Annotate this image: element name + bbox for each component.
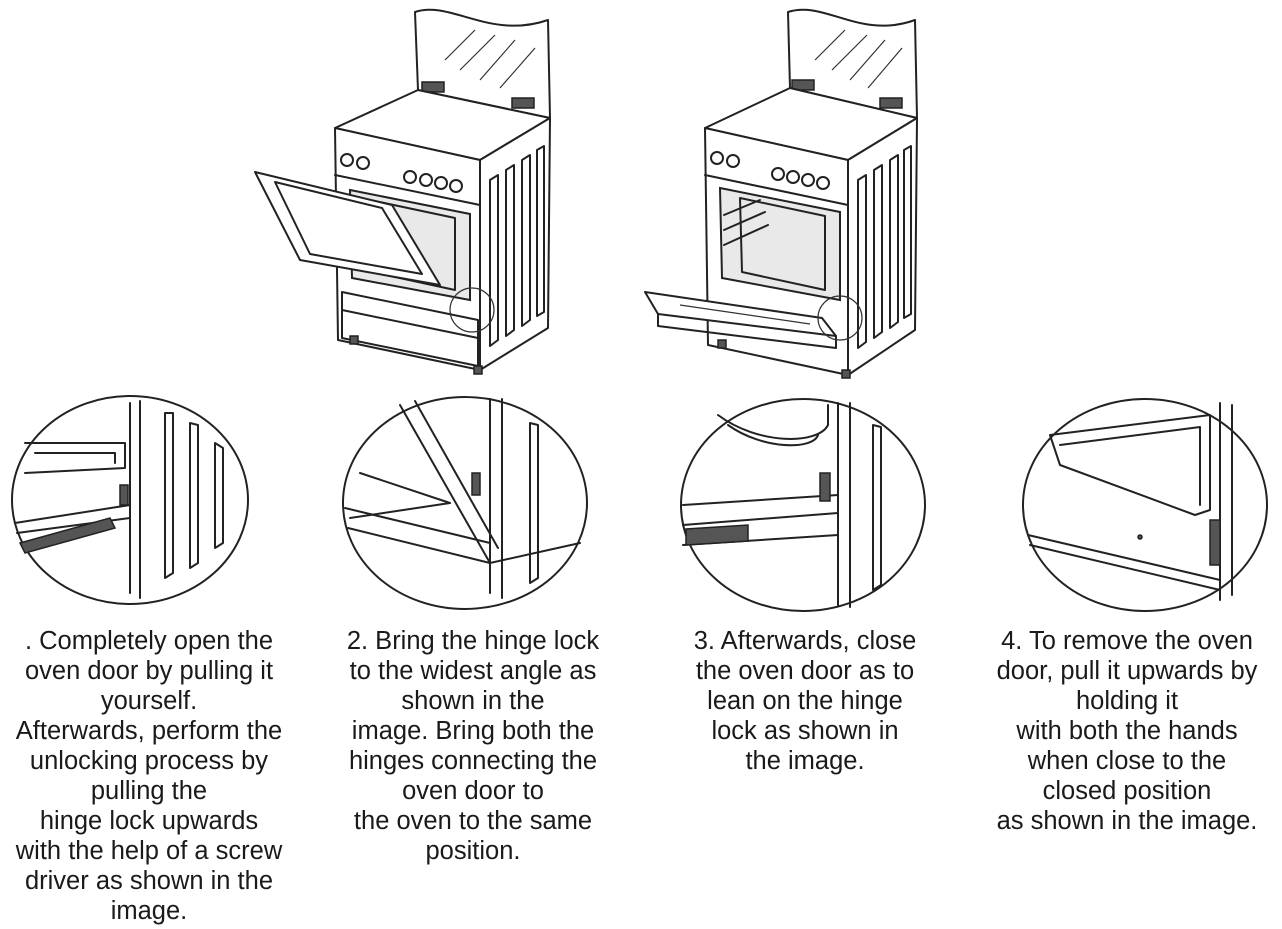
step-4-text: 4. To remove the oven door, pull it upwa… <box>996 627 1258 835</box>
step-3-text: 3. Afterwards, close the oven door as to… <box>693 627 917 775</box>
oven-door-half-open-illustration <box>254 8 551 375</box>
step-2-text: 2. Bring the hinge lock to the widest an… <box>346 627 600 865</box>
hinge-detail-circle-1 <box>11 395 249 605</box>
hinge-detail-circle-2 <box>342 396 588 610</box>
oven-door-fully-open-illustration <box>644 8 918 379</box>
step-1-text: . Completely open the oven door by pulli… <box>15 627 283 925</box>
hinge-detail-circle-4 <box>1022 398 1268 612</box>
hinge-detail-circle-3 <box>680 398 926 612</box>
